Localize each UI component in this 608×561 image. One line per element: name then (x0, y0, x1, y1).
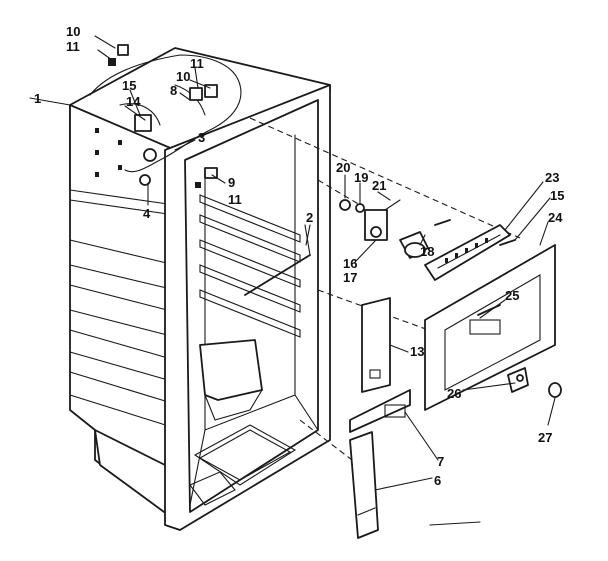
callout-6: 6 (434, 473, 441, 488)
loose-panels (349, 297, 481, 539)
leader-lines (29, 35, 556, 491)
callout-9: 9 (228, 175, 235, 190)
callout-17: 17 (343, 270, 357, 285)
cabinet-liner (69, 47, 331, 531)
callout-23: 23 (545, 170, 559, 185)
callout-11-b: 11 (190, 56, 204, 71)
callout-10-b: 10 (176, 69, 190, 84)
callout-3: 3 (198, 130, 205, 145)
callout-11-c: 11 (228, 192, 242, 207)
callout-21: 21 (372, 178, 386, 193)
callout-15: 15 (122, 78, 136, 93)
control-housing (249, 117, 562, 471)
callout-13: 13 (410, 344, 424, 359)
callout-18: 18 (420, 244, 434, 259)
top-wiring-assembly (89, 44, 242, 188)
callout-11: 11 (66, 39, 80, 54)
callout-19: 19 (354, 170, 368, 185)
callout-26: 26 (447, 386, 461, 401)
callout-20: 20 (336, 160, 350, 175)
callout-1: 1 (34, 91, 41, 106)
callout-7: 7 (437, 454, 444, 469)
callout-25: 25 (505, 288, 519, 303)
callout-8: 8 (170, 83, 177, 98)
callout-4: 4 (143, 206, 151, 221)
callout-10: 10 (66, 24, 80, 39)
callout-2: 2 (306, 210, 313, 225)
callout-labels: 1 10 11 15 14 11 10 8 3 4 9 11 2 20 19 2… (34, 24, 564, 488)
callout-27: 27 (538, 430, 552, 445)
callout-14: 14 (126, 94, 141, 109)
callout-15-b: 15 (550, 188, 564, 203)
callout-24: 24 (548, 210, 563, 225)
callout-16: 16 (343, 256, 357, 271)
